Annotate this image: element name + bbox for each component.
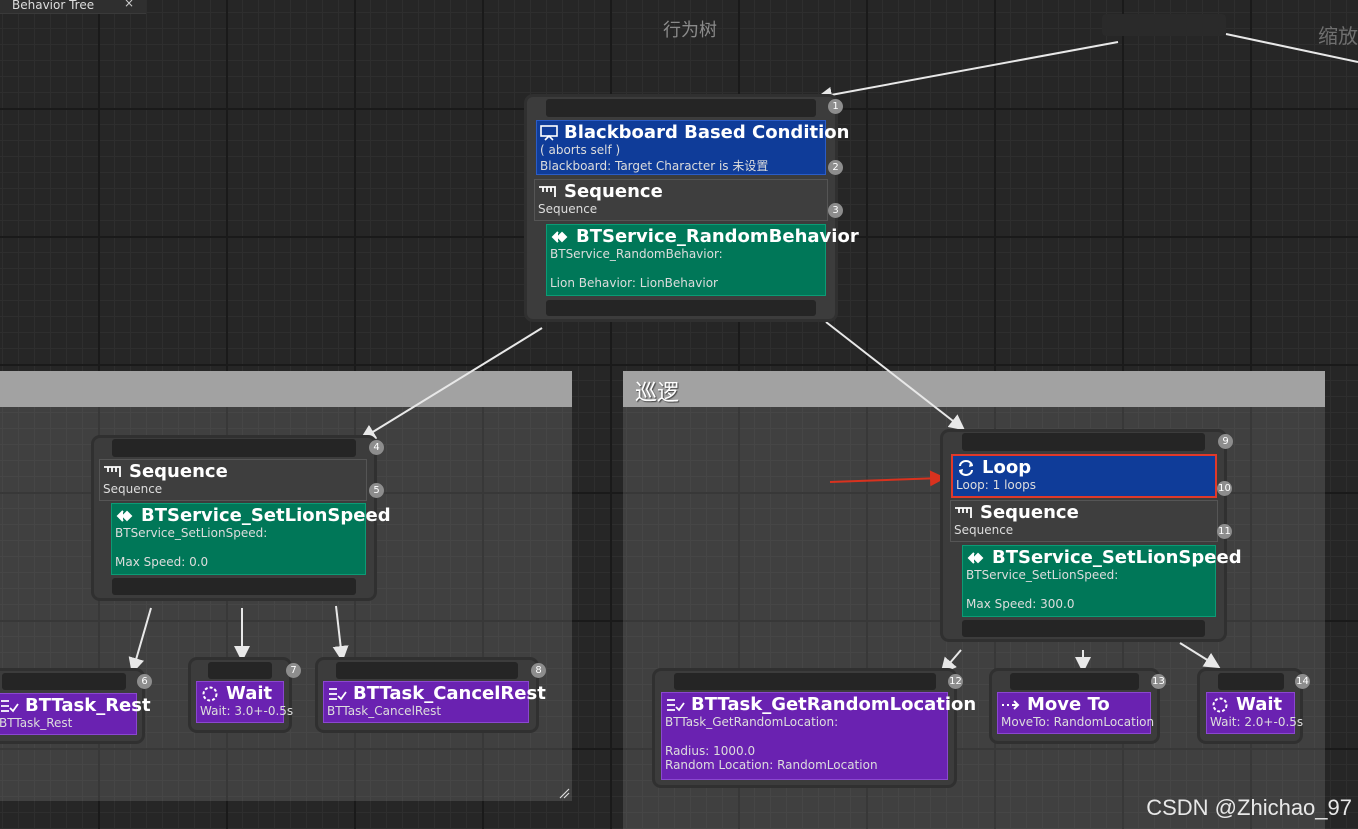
root-node[interactable]	[1102, 14, 1226, 36]
service-icon	[115, 507, 135, 525]
service-icon	[966, 549, 986, 567]
comment-title: 巡逻	[635, 381, 680, 406]
sequence-icon	[538, 183, 558, 201]
zoom-label: 缩放	[1318, 24, 1358, 48]
tab-label: Behavior Tree	[12, 0, 95, 12]
sequence-composite[interactable]: Sequence Sequence	[99, 459, 367, 501]
input-pin[interactable]	[112, 439, 356, 457]
set-lion-speed-service[interactable]: BTService_SetLionSpeed BTService_SetLion…	[962, 545, 1242, 617]
close-icon[interactable]: ×	[123, 0, 134, 10]
input-pin[interactable]	[1218, 673, 1284, 690]
execution-index-badge: 9	[1218, 434, 1233, 449]
input-pin[interactable]	[336, 662, 518, 679]
rest-task[interactable]: BTTask_Rest BTTask_Rest	[0, 693, 151, 735]
watermark: CSDN @Zhichao_97	[1146, 795, 1352, 820]
task-wait-node[interactable]: 7 Wait Wait: 3.0+-0.5s	[191, 660, 301, 730]
execution-index-badge: 8	[531, 663, 546, 678]
input-pin[interactable]	[962, 433, 1205, 451]
input-pin[interactable]	[546, 99, 816, 117]
sequence-icon	[103, 463, 123, 481]
task-icon	[0, 697, 19, 715]
comment-header: 巡逻	[623, 371, 1325, 407]
graph-title: 行为树	[663, 20, 717, 41]
wait-task[interactable]: Wait Wait: 2.0+-0.5s	[1206, 692, 1303, 734]
left-sequence-node[interactable]: 4 Sequence Sequence 5 BTService_SetLionS…	[94, 438, 391, 598]
sequence-composite[interactable]: Sequence Sequence	[534, 179, 828, 221]
task-icon	[327, 685, 347, 703]
set-lion-speed-service[interactable]: BTService_SetLionSpeed BTService_SetLion…	[111, 503, 391, 575]
move-to-task[interactable]: Move To MoveTo: RandomLocation	[997, 692, 1154, 734]
cancel-rest-task[interactable]: BTTask_CancelRest BTTask_CancelRest	[323, 681, 546, 723]
comment-header	[0, 371, 572, 407]
task-rest-node[interactable]: 6 BTTask_Rest BTTask_Rest	[0, 671, 152, 741]
input-pin[interactable]	[1010, 673, 1139, 690]
execution-index-badge: 5	[369, 483, 384, 498]
tab-behavior-tree[interactable]: Behavior Tree ×	[0, 0, 146, 14]
output-pin[interactable]	[546, 300, 816, 316]
task-cancel-rest-node[interactable]: 8 BTTask_CancelRest BTTask_CancelRest	[318, 660, 546, 730]
input-pin[interactable]	[208, 662, 272, 679]
task-get-random-location-node[interactable]: 12 BTTask_GetRandomLocation BTTask_GetRa…	[655, 671, 976, 785]
resize-handle-icon[interactable]	[558, 787, 570, 799]
patrol-sequence-node[interactable]: 9 Loop Loop: 1 loops 10 Sequence Sequenc…	[943, 432, 1242, 639]
execution-index-badge: 1	[828, 99, 843, 114]
execution-index-badge: 12	[948, 674, 963, 689]
random-behavior-service[interactable]: BTService_RandomBehavior BTService_Rando…	[546, 224, 859, 296]
input-pin[interactable]	[674, 673, 936, 690]
execution-index-badge: 4	[369, 440, 384, 455]
blackboard-decorator[interactable]: Blackboard Based Condition ( aborts self…	[536, 120, 849, 175]
wait-task[interactable]: Wait Wait: 3.0+-0.5s	[196, 681, 293, 723]
task-move-to-node[interactable]: 13 Move To MoveTo: RandomLocation	[992, 671, 1166, 741]
execution-index-badge: 6	[137, 674, 152, 689]
output-pin[interactable]	[962, 620, 1205, 637]
input-pin[interactable]	[2, 673, 126, 690]
wait-icon	[200, 685, 220, 703]
blackboard-icon	[540, 124, 558, 142]
task-wait-node[interactable]: 14 Wait Wait: 2.0+-0.5s	[1200, 671, 1310, 741]
output-pin[interactable]	[112, 578, 356, 595]
loop-decorator[interactable]: Loop Loop: 1 loops	[951, 454, 1217, 498]
sequence-icon	[954, 504, 974, 522]
sequence-composite[interactable]: Sequence Sequence	[950, 500, 1218, 542]
wait-icon	[1210, 696, 1230, 714]
execution-index-badge: 2	[828, 160, 843, 175]
move-to-icon	[1001, 696, 1021, 714]
execution-index-badge: 3	[828, 203, 843, 218]
get-random-location-task[interactable]: BTTask_GetRandomLocation BTTask_GetRando…	[661, 692, 976, 780]
execution-index-badge: 14	[1295, 674, 1310, 689]
loop-icon	[956, 459, 976, 477]
execution-index-badge: 11	[1217, 524, 1232, 539]
execution-index-badge: 10	[1217, 481, 1232, 496]
service-icon	[550, 228, 570, 246]
task-icon	[665, 696, 685, 714]
root-sequence-node[interactable]: 1 Blackboard Based Condition ( aborts se…	[527, 97, 859, 319]
execution-index-badge: 7	[286, 663, 301, 678]
execution-index-badge: 13	[1151, 674, 1166, 689]
